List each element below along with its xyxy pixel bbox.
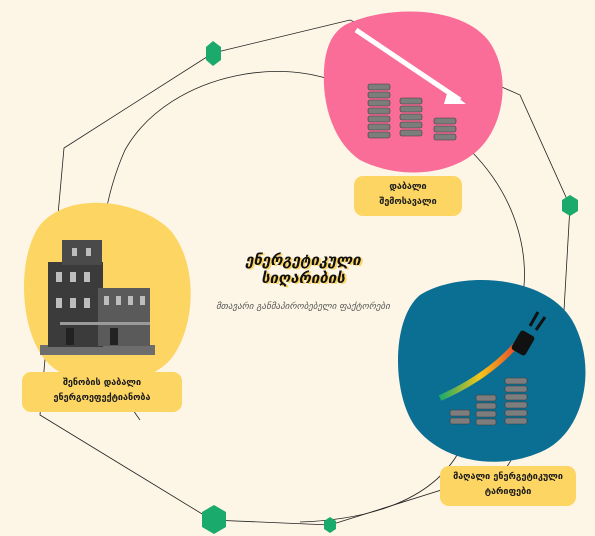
diagram-title: ენერგეტიკული სიღარიბის [245,251,361,287]
diagram-subtitle: მთავარი განმაპირობებელი ფაქტორები [216,302,390,312]
hexagon-node [324,517,336,533]
pink-blob [323,11,503,173]
rising-tariff-plug-icon [438,311,547,426]
old-building-icon [40,240,155,355]
building-efficiency-label: შენობის დაბალი ენერგოეფექტიანობა [22,372,182,412]
low-income-label: დაბალი შემოსავალი [354,176,462,216]
high-tariffs-label: მაღალი ენერგეტიკული ტარიფები [440,466,576,506]
hexagon-node [206,41,221,66]
hexagon-node [562,195,578,216]
inner-loop-line [99,71,525,523]
falling-coins-icon [354,27,466,141]
hexagon-node [202,505,226,534]
